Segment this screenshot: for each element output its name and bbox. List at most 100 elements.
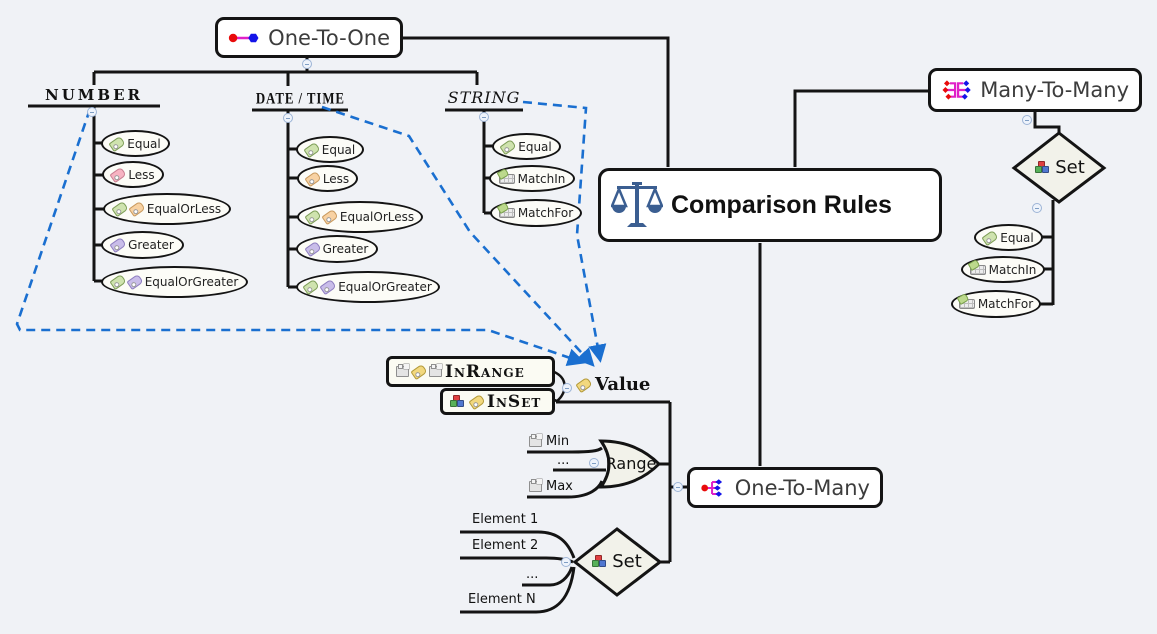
cubes-icon — [450, 395, 467, 408]
tag-green-icon — [302, 278, 320, 296]
node-label: MatchFor — [977, 297, 1034, 311]
node-label: Comparison Rules — [671, 190, 892, 219]
node-label: Less — [128, 167, 155, 182]
node-label: Set — [1055, 157, 1085, 178]
node-inrange[interactable]: InRange — [386, 356, 555, 387]
node-one-to-one[interactable]: One-To-One — [215, 17, 403, 58]
node-one-to-many[interactable]: One-To-Many — [687, 467, 883, 508]
node-label: ... — [526, 567, 539, 582]
collapse-handle[interactable] — [673, 482, 683, 492]
node-label: EqualOrGreater — [144, 275, 239, 289]
tag-yellow-icon — [410, 363, 428, 380]
node-label: Greater — [322, 242, 369, 256]
tag-green-icon — [108, 135, 126, 152]
header-date-time[interactable]: DATE / TIME — [255, 90, 345, 109]
keyboard-icon — [498, 173, 515, 184]
node-label: Set — [612, 551, 642, 572]
keyboard-icon — [958, 299, 975, 309]
header-string[interactable]: STRING — [447, 88, 521, 107]
brick-icon — [529, 434, 542, 447]
node-label: Equal — [518, 139, 552, 154]
node-value[interactable]: Value — [575, 374, 651, 395]
tag-green-icon — [499, 138, 517, 155]
header-number[interactable]: NUMBER — [45, 86, 143, 104]
node-number-greater[interactable]: Greater — [101, 231, 184, 259]
node-element-n[interactable]: Element N — [468, 592, 536, 607]
keyboard-icon — [969, 264, 986, 275]
many-to-many-link-icon — [942, 80, 971, 100]
node-datetime-equalorless[interactable]: EqualOrLess — [297, 201, 423, 233]
collapse-handle[interactable] — [561, 557, 571, 567]
cubes-icon — [592, 555, 609, 568]
tag-yellow-icon — [575, 376, 593, 393]
one-to-one-link-icon — [228, 33, 259, 42]
node-element-1[interactable]: Element 1 — [472, 512, 538, 527]
tag-orange-icon — [321, 208, 339, 226]
node-label: Greater — [128, 238, 174, 252]
node-set-equal[interactable]: Equal — [974, 224, 1043, 251]
node-datetime-equalorgreater[interactable]: EqualOrGreater — [296, 271, 440, 303]
node-label: EqualOrLess — [146, 202, 222, 216]
keyboard-icon — [498, 208, 515, 218]
node-datetime-equal[interactable]: Equal — [296, 136, 364, 163]
node-set-right[interactable]: Set — [1022, 157, 1098, 178]
collapse-handle[interactable] — [87, 107, 97, 117]
node-label: Range — [605, 454, 657, 473]
node-set-matchin[interactable]: MatchIn — [961, 256, 1045, 283]
node-number-less[interactable]: Less — [102, 161, 164, 188]
node-string-matchin[interactable]: MatchIn — [489, 165, 575, 192]
node-comparison-rules[interactable]: Comparison Rules — [598, 168, 942, 242]
node-range[interactable]: Range — [605, 454, 657, 473]
tag-orange-icon — [128, 200, 146, 218]
node-label: ... — [557, 453, 570, 468]
tag-green-icon — [981, 229, 999, 246]
collapse-handle[interactable] — [1022, 115, 1032, 125]
node-datetime-less[interactable]: Less — [297, 165, 358, 192]
tag-orange-icon — [304, 170, 322, 187]
node-number-equalorgreater[interactable]: EqualOrGreater — [101, 266, 248, 298]
node-label: Element 1 — [472, 512, 539, 527]
node-label: Less — [322, 171, 350, 186]
node-min[interactable]: Min — [529, 434, 569, 449]
collapse-handle[interactable] — [302, 59, 312, 69]
node-label: Max — [546, 479, 573, 494]
collapse-handle[interactable] — [562, 383, 572, 393]
node-label: MatchIn — [988, 262, 1037, 277]
scales-icon — [611, 182, 663, 227]
node-number-equalorless[interactable]: EqualOrLess — [103, 193, 231, 225]
node-label: One-To-One — [268, 25, 390, 50]
node-label: Equal — [127, 136, 161, 151]
node-inset[interactable]: InSet — [440, 388, 555, 415]
tag-yellow-icon — [468, 393, 486, 410]
tag-pink-icon — [109, 166, 127, 183]
collapse-handle[interactable] — [589, 458, 599, 468]
node-range-ellipsis[interactable]: ... — [557, 453, 569, 468]
tag-green-icon — [304, 208, 322, 226]
node-set-matchfor[interactable]: MatchFor — [951, 290, 1041, 318]
collapse-handle[interactable] — [1032, 203, 1042, 213]
tag-green-icon — [111, 200, 129, 218]
node-string-equal[interactable]: Equal — [492, 133, 561, 160]
node-max[interactable]: Max — [529, 479, 573, 494]
node-datetime-greater[interactable]: Greater — [296, 235, 378, 263]
brick-icon — [429, 364, 442, 377]
node-many-to-many[interactable]: Many-To-Many — [928, 68, 1142, 112]
node-label: Value — [595, 374, 651, 395]
collapse-handle[interactable] — [283, 113, 293, 123]
node-label: Equal — [321, 142, 356, 157]
node-set-ellipsis[interactable]: ... — [526, 567, 538, 582]
node-string-matchfor[interactable]: MatchFor — [490, 199, 582, 227]
node-label: InSet — [487, 391, 542, 412]
collapse-handle[interactable] — [479, 112, 489, 122]
tag-green-icon — [303, 141, 321, 158]
tag-purple-icon — [319, 278, 337, 296]
brick-icon — [396, 364, 409, 377]
node-number-equal[interactable]: Equal — [101, 130, 170, 157]
node-element-2[interactable]: Element 2 — [472, 538, 538, 553]
one-to-many-link-icon — [701, 478, 723, 497]
node-set-bottom[interactable]: Set — [588, 551, 646, 572]
cubes-icon — [1035, 161, 1052, 174]
tag-purple-icon — [304, 240, 322, 258]
node-label: EqualOrLess — [339, 210, 415, 224]
